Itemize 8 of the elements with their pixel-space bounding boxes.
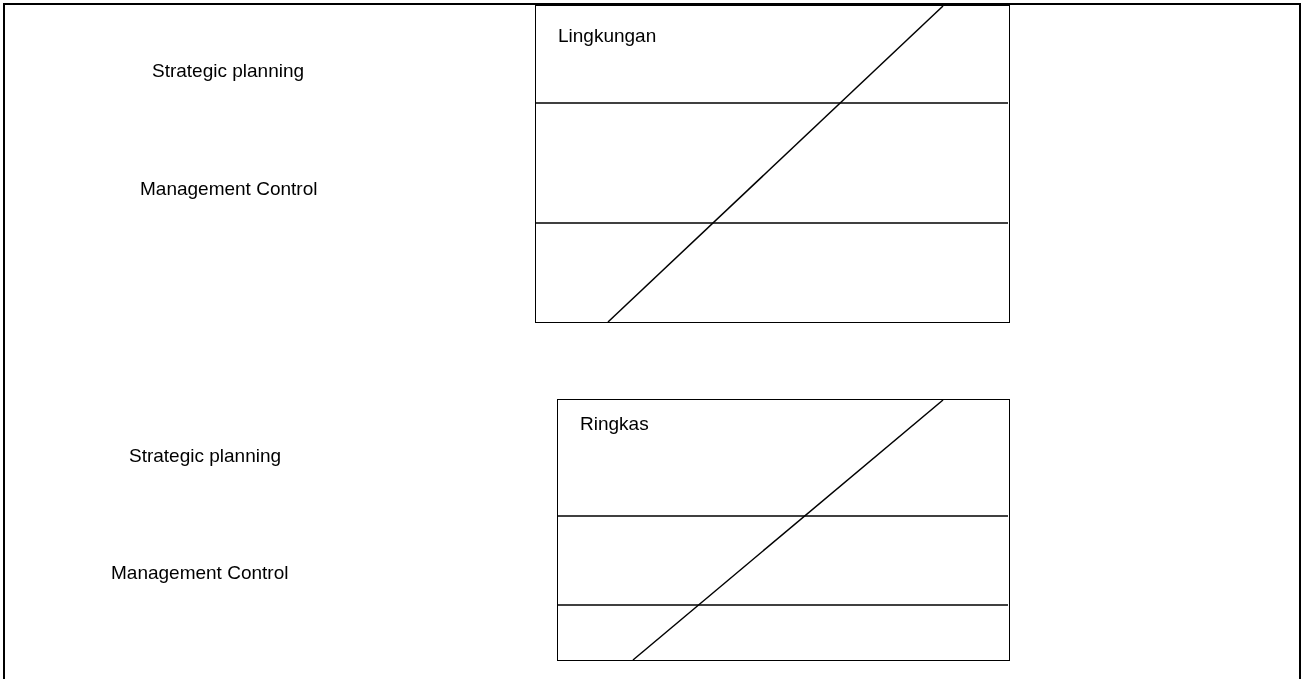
box-title: Ringkas — [580, 414, 649, 433]
level-label: Strategic planning — [129, 446, 282, 465]
banded-box — [535, 5, 1010, 323]
level-label: Strategic planning — [152, 61, 305, 80]
box-title: Lingkungan — [558, 26, 657, 45]
level-label: Management Control — [111, 563, 289, 582]
level-label: Management Control — [140, 179, 318, 198]
banded-box — [557, 399, 1010, 661]
